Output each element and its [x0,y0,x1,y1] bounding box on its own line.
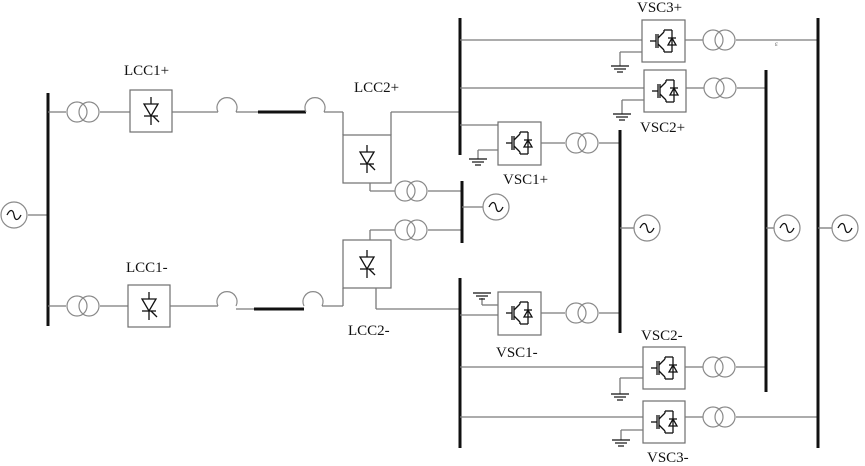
smoothing-reactor [216,291,238,307]
vsc3-pos-converter [641,19,686,63]
lcc1-pos-label: LCC1+ [124,63,169,79]
vsc1-pos-converter [497,121,542,166]
vsc2-pos-label: VSC2+ [640,120,685,136]
vsc3-neg-label: VSC3- [647,450,689,466]
small-mark: ε [775,40,778,48]
vsc1-pos-label: VSC1+ [503,172,548,188]
vsc2-pos-converter [643,69,687,113]
lcc1-neg-converter [127,284,171,328]
lcc1-pos-branch [48,89,344,135]
left-ac-source [0,201,48,229]
vsc1-neg-converter [497,291,542,336]
lcc1-pos-converter [129,89,173,133]
vsc3-pos-label: VSC3+ [637,0,682,16]
vsc1-neg-label: VSC1- [496,345,538,361]
lcc2-pos-converter [342,134,392,184]
smoothing-reactor [302,291,324,307]
smoothing-reactor [216,97,238,113]
lcc1-neg-branch [48,284,344,328]
lcc1-neg-label: LCC1- [126,260,168,276]
smoothing-reactor [304,97,326,113]
lcc2-neg-label: LCC2- [348,323,390,339]
lcc2-neg-converter [342,239,392,289]
vsc2-neg-converter [642,346,686,390]
vsc3-neg-converter [642,400,686,444]
vsc2-neg-label: VSC2- [641,328,683,344]
lcc2-pos-label: LCC2+ [354,80,399,96]
